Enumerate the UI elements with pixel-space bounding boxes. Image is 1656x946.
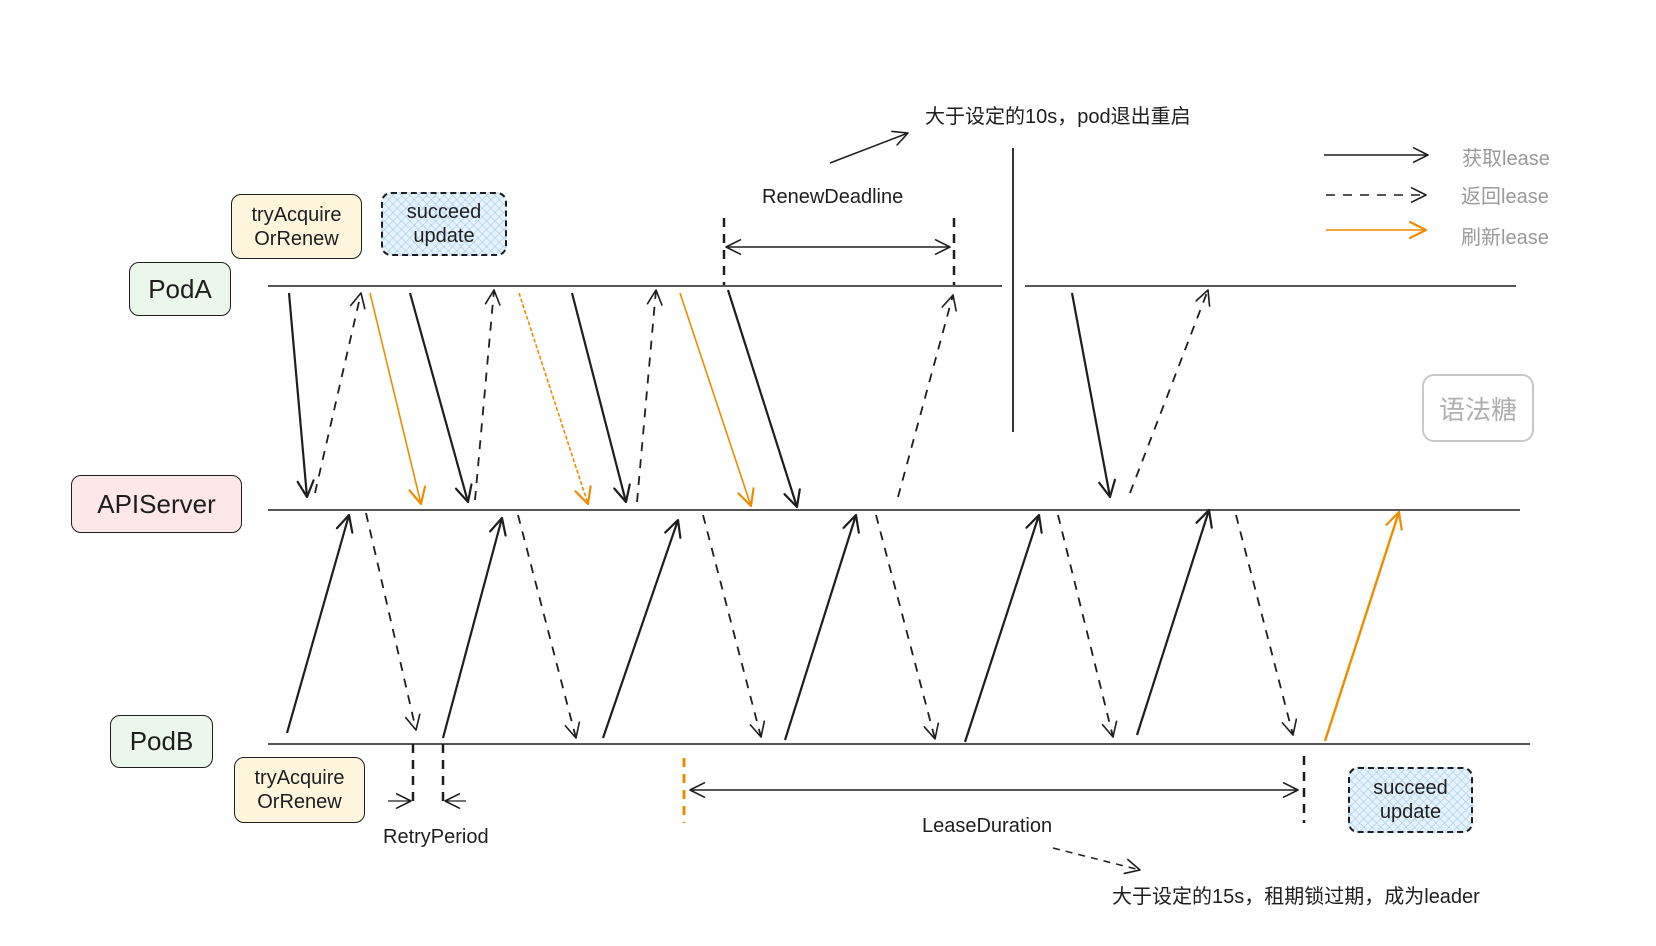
poda-acquire-arrow-3 — [570, 292, 631, 504]
podb-succeed-update-note: succeed update — [1348, 767, 1473, 833]
renew-deadline-pointer — [829, 130, 909, 164]
podb-node: PodB — [110, 715, 213, 768]
poda-return-arrow-3 — [636, 289, 663, 503]
apiserver-label: APIServer — [97, 488, 216, 519]
poda-try-acquire-line-2: OrRenew — [254, 227, 339, 250]
poda-refresh-arrow-3 — [679, 292, 755, 508]
poda-acquire-arrow-1 — [287, 292, 315, 499]
syntax-sugar-label: 语法糖 — [1438, 394, 1517, 425]
podb-acquire-arrow-3 — [601, 518, 682, 739]
podb-acquire-arrow-4 — [783, 513, 860, 741]
podb-refresh-arrow — [1323, 510, 1403, 742]
poda-succeed-line-2: update — [413, 225, 475, 247]
podb-label: PodB — [129, 726, 194, 756]
poda-succeed-update-note: succeed update — [381, 192, 507, 256]
poda-node: PodA — [129, 262, 231, 316]
podb-return-arrow-3 — [702, 514, 766, 738]
podb-try-acquire-line-1: tryAcquire — [254, 767, 345, 789]
poda-acquire-arrow-2 — [408, 292, 473, 504]
podb-try-acquire-line-2: OrRenew — [257, 791, 342, 813]
poda-label: PodA — [148, 273, 212, 304]
podb-return-arrow-6 — [1235, 514, 1298, 736]
podb-return-arrow-4 — [875, 514, 940, 740]
podb-return-arrow-5 — [1057, 514, 1118, 738]
poda-acquire-arrow-5 — [1070, 292, 1117, 499]
legend-solid-text: 获取lease — [1462, 148, 1550, 170]
renew-exceeded-label: 大于设定的10s，pod退出重启 — [925, 106, 1191, 128]
renew-deadline-label: RenewDeadline — [762, 186, 904, 208]
poda-try-acquire-line-1: tryAcquire — [251, 203, 342, 226]
podb-acquire-arrow-5 — [963, 513, 1043, 743]
podb-try-acquire-note: tryAcquire OrRenew — [234, 757, 365, 823]
podb-acquire-arrow-1 — [285, 513, 354, 734]
poda-return-arrow-1 — [314, 292, 366, 494]
lease-expired-label: 大于设定的15s，租期锁过期，成为leader — [1112, 886, 1480, 908]
legend-dashed-text: 返回lease — [1461, 186, 1549, 208]
poda-acquire-arrow-4 — [726, 289, 801, 509]
retry-period-label: RetryPeriod — [383, 826, 489, 848]
poda-refresh-arrow-2 — [518, 292, 592, 506]
syntax-sugar-box: 语法糖 — [1422, 374, 1534, 442]
poda-return-arrow-5 — [1129, 289, 1211, 494]
poda-return-arrow-4 — [897, 294, 957, 498]
poda-return-arrow-2 — [474, 289, 501, 501]
poda-try-acquire-note: tryAcquire OrRenew — [231, 194, 362, 259]
lease-duration-pointer — [1052, 847, 1141, 875]
podb-return-arrow-1 — [365, 512, 421, 731]
lease-duration-label: LeaseDuration — [922, 815, 1053, 837]
legend-orange-text: 刷新lease — [1461, 227, 1549, 249]
podb-return-arrow-2 — [517, 514, 581, 739]
podb-acquire-arrow-6 — [1135, 508, 1213, 736]
podb-succeed-line-1: succeed — [1373, 777, 1448, 799]
poda-refresh-arrow-1 — [369, 292, 427, 506]
podb-succeed-line-2: update — [1379, 801, 1442, 823]
apiserver-node: APIServer — [71, 475, 242, 533]
podb-acquire-arrow-2 — [441, 516, 507, 739]
poda-succeed-line-1: succeed — [406, 201, 482, 223]
